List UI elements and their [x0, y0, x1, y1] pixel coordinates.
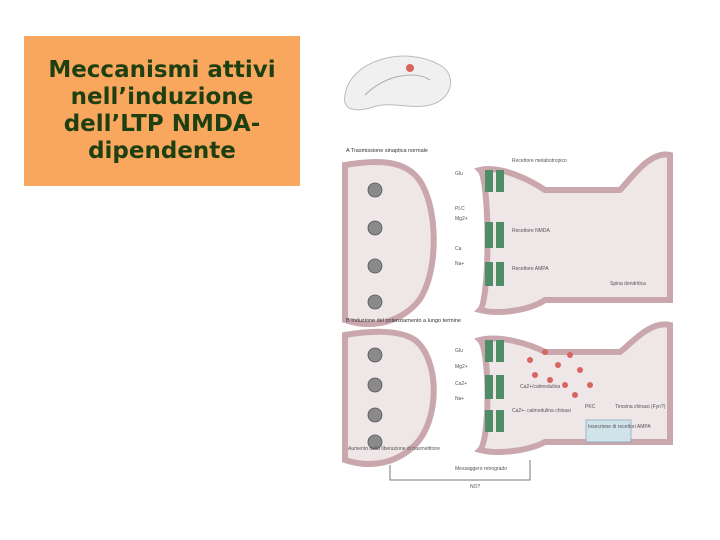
label-release: Aumento della liberazione di trasmettito…: [348, 446, 440, 452]
stimulation-site-icon: [406, 64, 414, 72]
panel-a: A Trasmissione sinaptica normale Glu PLC…: [345, 148, 670, 324]
label-ca-calmodulin: Ca2+/calmodulina: [520, 384, 560, 390]
label-no: NO?: [470, 484, 481, 490]
panel-b-header: B Induzione del potenziamento a lungo te…: [346, 318, 461, 324]
label-spine: Spina dendritica: [610, 281, 646, 287]
label-na-b: Na+: [455, 396, 464, 402]
label-plc-a: PLC: [455, 206, 465, 212]
label-ca-b: Ca2+: [455, 381, 467, 387]
ltp-diagram: A Trasmissione sinaptica normale Glu PLC…: [330, 40, 702, 522]
panel-a-header: A Trasmissione sinaptica normale: [346, 148, 428, 154]
label-na-a: Na+: [455, 261, 464, 267]
label-ampa-insert: Inserzione di recettori AMPA: [588, 424, 651, 430]
label-glu-b: Glu: [455, 348, 463, 354]
label-glu-a: Glu: [455, 171, 463, 177]
postsynaptic-spine: [480, 154, 670, 312]
label-mg-b: Mg2+: [455, 364, 468, 370]
title-box: Meccanismi attivi nell’induzione dell’LT…: [24, 36, 300, 186]
presynaptic-terminal-b: [345, 332, 434, 464]
label-nmda-a: Recettore NMDA: [512, 228, 550, 234]
label-ampa-a: Recettore AMPA: [512, 266, 549, 272]
label-mg-a: Mg2+: [455, 216, 468, 222]
label-tyr: Tirosina chinasi (Fyn?): [615, 404, 666, 410]
ltp-figure-svg: A Trasmissione sinaptica normale Glu PLC…: [330, 40, 702, 522]
label-mglur: Recettore metabotropico: [512, 158, 567, 164]
postsynaptic-spine-b: [480, 324, 670, 452]
presynaptic-terminal: [345, 162, 434, 324]
label-messenger: Messaggero retrogrado: [455, 466, 507, 472]
slide-title: Meccanismi attivi nell’induzione dell’LT…: [48, 57, 275, 165]
hippocampus-sketch: [345, 56, 451, 110]
label-pkc: PKC: [585, 404, 596, 410]
label-camkii: Ca2+- calmodulina chinasi: [512, 408, 571, 414]
label-ca-a: Ca: [455, 246, 462, 252]
panel-b: B Induzione del potenziamento a lungo te…: [345, 318, 670, 490]
